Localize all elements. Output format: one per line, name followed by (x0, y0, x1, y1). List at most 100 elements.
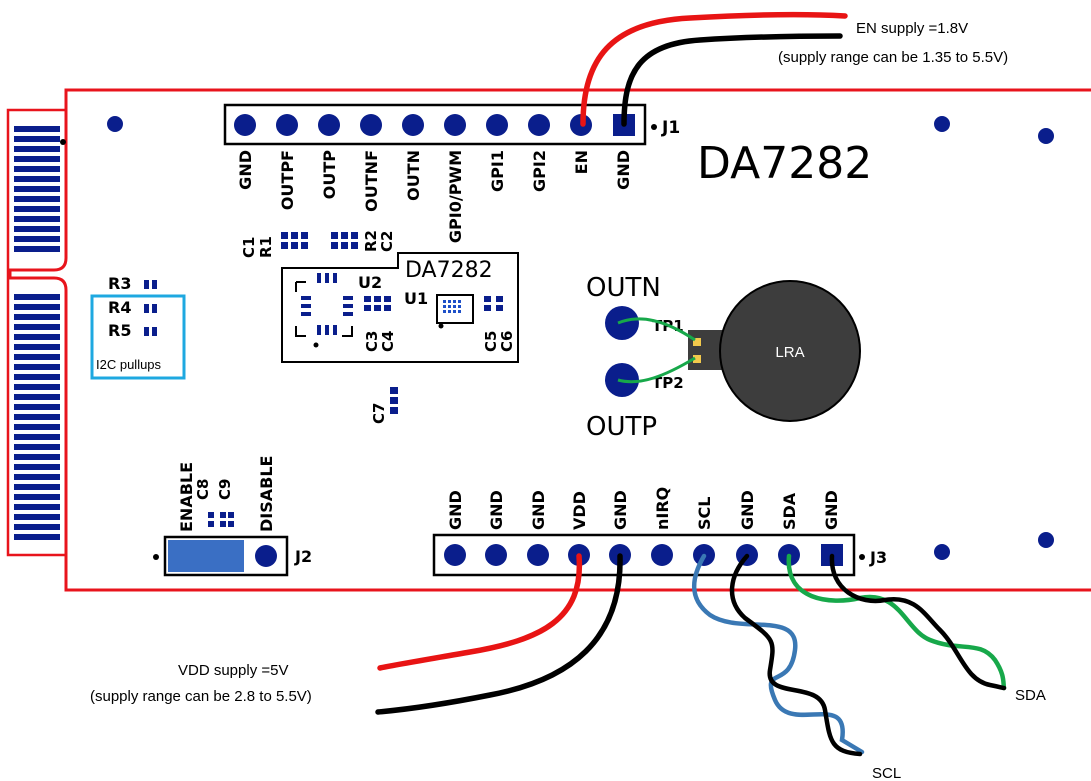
j3-label: nIRQ (653, 487, 672, 530)
mounting-hole (1038, 128, 1054, 144)
en-supply-label-line1: EN supply =1.8V (856, 20, 968, 37)
u1-label: U1 (404, 289, 428, 308)
j3-designator: J3 (869, 548, 887, 567)
c4-label: C4 (379, 331, 397, 352)
smd-pads-c7 (390, 387, 398, 414)
j1-label: OUTPF (278, 150, 297, 210)
c7-label: C7 (370, 403, 388, 424)
r5-label: R5 (108, 321, 131, 340)
j3-pin-gnd (444, 544, 466, 566)
vdd-supply-label-line1: VDD supply =5V (178, 662, 288, 679)
u2-label: U2 (358, 273, 382, 292)
pullups-label: I2C pullups (96, 357, 162, 372)
j2-enable-label: ENABLE (177, 462, 196, 532)
j3-label: GND (738, 490, 757, 530)
vdd-supply-wire-black (375, 553, 623, 715)
header-j1-outline (223, 103, 647, 146)
header-j3-pins (444, 544, 843, 566)
pin1-marker-dot (60, 139, 66, 145)
lra-label: LRA (775, 344, 804, 361)
j1-label: GPI1 (488, 150, 507, 192)
lra-connector-tab (688, 330, 724, 370)
tp2-label: TP2 (652, 374, 684, 392)
j1-pin-outnf (360, 114, 382, 136)
j1-designator: J1 (661, 118, 680, 138)
j1-label: GPI2 (530, 150, 549, 192)
u1-ball-grid (443, 300, 461, 313)
j1-pin-outpf (276, 114, 298, 136)
r2-label: R2 (362, 230, 380, 252)
j3-label: GND (611, 490, 630, 530)
j1-pin-gnd (234, 114, 256, 136)
edge-connector-outline (6, 108, 66, 557)
j3-label: SCL (695, 497, 714, 530)
pullups-highlight-box (90, 294, 186, 380)
header-j3-outline (432, 533, 856, 577)
c9-label: C9 (216, 479, 234, 500)
edge-connector (14, 126, 60, 540)
j3-pin-gnd (527, 544, 549, 566)
j1-label: OUTNF (362, 150, 381, 212)
j1-pin-labels: GND OUTPF OUTP OUTNF OUTN GPI0/PWM GPI1 … (236, 150, 633, 243)
outp-label: OUTP (586, 412, 657, 442)
j1-label: OUTN (404, 150, 423, 201)
j1-label: EN (572, 150, 591, 174)
lra-wire-tp1 (617, 317, 696, 342)
j2-disable-label: DISABLE (257, 456, 276, 532)
sda-wire-black (829, 553, 1007, 691)
c3-label: C3 (363, 331, 381, 352)
j1-label: GND (236, 150, 255, 190)
j1-pin1-dot (651, 124, 657, 130)
r3-label: R3 (108, 274, 131, 293)
c1-label: C1 (240, 237, 258, 258)
j3-pin-labels: GND GND GND VDD GND nIRQ SCL GND SDA GND (446, 487, 841, 530)
ic-outline-label: DA7282 (405, 258, 493, 283)
j1-pin-gpi2 (528, 114, 550, 136)
jumper-j2-outline (163, 535, 289, 577)
c6-label: C6 (498, 331, 516, 352)
mounting-hole (934, 116, 950, 132)
r4-label: R4 (108, 298, 131, 317)
j3-label: GND (822, 490, 841, 530)
c2-label: C2 (378, 231, 396, 252)
header-j1-pins (234, 114, 635, 136)
scl-wire-label: SCL (872, 765, 901, 781)
j3-label: GND (529, 490, 548, 530)
board-title: DA7282 (697, 138, 872, 189)
lra-wire-tp2 (617, 356, 696, 384)
scl-wire-blue (691, 553, 865, 755)
smd-pads-c5-c6 (484, 296, 503, 311)
lra-motor (719, 280, 861, 422)
en-supply-label-line2: (supply range can be 1.35 to 5.5V) (778, 49, 1008, 66)
vdd-supply-label-line2: (supply range can be 2.8 to 5.5V) (90, 688, 312, 705)
sda-wire-label: SDA (1015, 687, 1046, 704)
en-supply-wire-red (580, 11, 848, 127)
smd-pads-c8-c9 (208, 512, 234, 527)
j1-label: GND (614, 150, 633, 190)
ic-outline (281, 252, 519, 363)
j1-pin-outp (318, 114, 340, 136)
smd-pads-r1-c1 (281, 232, 358, 249)
mounting-hole (1038, 532, 1054, 548)
j1-label: OUTP (320, 150, 339, 200)
mounting-hole (107, 116, 123, 132)
j1-pin-outn (402, 114, 424, 136)
j3-pin-gnd (485, 544, 507, 566)
mounting-hole (934, 544, 950, 560)
j3-label: SDA (780, 492, 799, 530)
u2-footprint (295, 273, 353, 348)
j3-label: VDD (570, 491, 589, 530)
j2-pin (255, 545, 277, 567)
j1-pin-gpi1 (486, 114, 508, 136)
c5-label: C5 (482, 331, 500, 352)
u1-pin1-dot (438, 323, 444, 329)
smd-pads-c3-c4 (364, 296, 391, 311)
j1-pin-gpi0 (444, 114, 466, 136)
smd-pads-r3-r5 (144, 280, 157, 336)
jumper-j2-shunt[interactable] (168, 540, 244, 572)
u1-outline (436, 294, 474, 324)
j3-pin-nirq (651, 544, 673, 566)
j1-label: GPI0/PWM (446, 150, 465, 243)
j3-pin1-dot (859, 554, 865, 560)
